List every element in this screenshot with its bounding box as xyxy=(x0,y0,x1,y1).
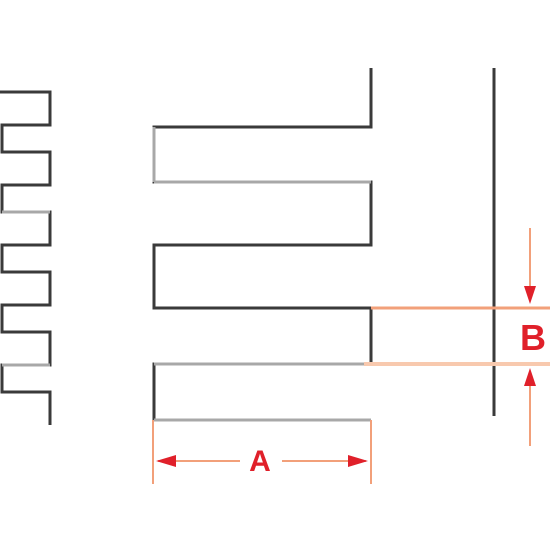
large-meander xyxy=(152,68,373,422)
dimension-a-arrow-right xyxy=(348,455,368,467)
small-meander xyxy=(0,90,52,425)
dimension-b-arrow-bottom xyxy=(524,368,536,386)
large-meander-line xyxy=(152,68,373,422)
dimension-a: A xyxy=(152,420,372,484)
small-meander-line xyxy=(0,90,52,425)
dimension-a-label: A xyxy=(249,445,271,478)
dimension-b-label: B xyxy=(520,317,546,358)
dimension-a-arrow-left xyxy=(156,455,176,467)
dimension-b: B xyxy=(364,228,550,446)
dimension-b-arrow-top xyxy=(524,286,536,304)
